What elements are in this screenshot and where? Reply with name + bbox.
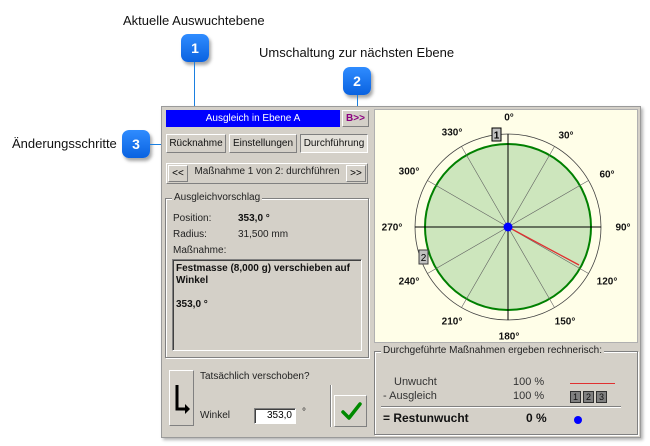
residual-dot xyxy=(574,416,582,424)
current-plane-title: Ausgleich in Ebene A xyxy=(166,110,340,127)
angle-label-300: 300° xyxy=(398,166,420,178)
angle-label-60: 60° xyxy=(599,169,615,181)
marker-2: 2 xyxy=(418,249,429,265)
callout-3-badge: 3 xyxy=(122,130,150,158)
polar-diagram: 1 2 xyxy=(414,127,602,321)
angle-label-270: 270° xyxy=(381,222,403,234)
unbalance-value: 100 % xyxy=(513,376,545,388)
angle-label-240: 240° xyxy=(398,276,420,288)
confirm-button[interactable] xyxy=(334,395,367,427)
angle-label-330: 330° xyxy=(441,127,463,139)
radius-value: 31,500 mm xyxy=(238,229,289,240)
step-text: Maßnahme 1 von 2: durchführen xyxy=(194,166,340,177)
unbalance-vector xyxy=(507,226,580,266)
action-text-line3: 353,0 ° xyxy=(176,299,208,310)
callout-1-text: Aktuelle Auswuchtebene xyxy=(123,13,265,28)
svg-text:2: 2 xyxy=(421,253,427,264)
moved-question: Tatsächlich verschoben? xyxy=(200,371,310,382)
residual-label: = Restunwucht xyxy=(383,411,469,425)
tab-durchfuehrung[interactable]: Durchführung xyxy=(300,134,368,153)
svg-text:1: 1 xyxy=(494,131,500,142)
tab-einstellungen[interactable]: Einstellungen xyxy=(229,134,297,153)
action-text-line2: Winkel xyxy=(176,275,209,286)
angle-label-0: 0° xyxy=(504,112,514,124)
separator xyxy=(330,385,332,427)
callout-1-line xyxy=(194,62,195,107)
compensation-box-3: 3 xyxy=(596,391,607,403)
angle-label-210: 210° xyxy=(441,316,463,328)
angle-label-90: 90° xyxy=(615,222,631,234)
callout-3-text: Änderungsschritte xyxy=(12,136,117,151)
compensation-label: - Ausgleich xyxy=(383,390,437,402)
position-label: Position: xyxy=(173,213,212,224)
unbalance-legend-line xyxy=(570,383,615,384)
angle-input[interactable]: 353,0 xyxy=(254,408,296,424)
action-memo: Festmasse (8,000 g) verschieben auf Wink… xyxy=(172,259,362,351)
result-group-title: Durchgeführte Maßnahmen ergeben rechneri… xyxy=(381,345,605,356)
angle-label-180: 180° xyxy=(498,331,520,343)
action-label: Maßnahme: xyxy=(173,245,227,256)
result-divider xyxy=(381,406,621,408)
proposal-group: Ausgleichvorschlag Position: 353,0 ° Rad… xyxy=(165,192,369,358)
angle-label-30: 30° xyxy=(558,130,574,142)
checkmark-icon xyxy=(340,402,362,420)
callout-1-badge: 1 xyxy=(181,34,209,62)
polar-chart[interactable]: 1 2 0° 30° 60° 90° 120° 150° 180° 210° 2… xyxy=(374,109,638,343)
result-group: Durchgeführte Maßnahmen ergeben rechneri… xyxy=(374,345,638,435)
previous-step-button[interactable]: << xyxy=(168,165,188,182)
marker-1: 1 xyxy=(491,127,502,142)
action-text-line1: Festmasse (8,000 g) verschieben auf xyxy=(176,263,350,274)
callout-3-line xyxy=(150,144,165,145)
step-navigator: << Maßnahme 1 von 2: durchführen >> xyxy=(166,163,368,184)
return-arrow-button[interactable] xyxy=(169,370,194,426)
center-dot xyxy=(503,222,513,232)
unbalance-label: Unwucht xyxy=(394,376,437,388)
callout-2-line xyxy=(357,95,358,109)
residual-value: 0 % xyxy=(526,411,547,425)
angle-label-120: 120° xyxy=(596,276,618,288)
callout-2-text: Umschaltung zur nächsten Ebene xyxy=(259,45,455,60)
angle-unit: ° xyxy=(302,407,306,418)
angle-label-150: 150° xyxy=(554,316,576,328)
arrow-down-right-icon xyxy=(175,385,190,414)
next-step-button[interactable]: >> xyxy=(346,165,366,182)
radius-label: Radius: xyxy=(173,229,207,240)
next-plane-button[interactable]: B>> xyxy=(342,110,369,127)
callout-2-badge: 2 xyxy=(343,67,371,95)
compensation-box-2: 2 xyxy=(583,391,594,403)
left-panel: Ausgleich in Ebene A B>> Rücknahme Einst… xyxy=(162,107,370,437)
compensation-box-1: 1 xyxy=(570,391,581,403)
compensation-value: 100 % xyxy=(513,390,545,402)
position-value: 353,0 ° xyxy=(238,213,270,224)
balancing-window: Ausgleich in Ebene A B>> Rücknahme Einst… xyxy=(161,106,641,438)
angle-label: Winkel xyxy=(200,410,231,421)
tab-ruecknahme[interactable]: Rücknahme xyxy=(166,134,226,153)
proposal-group-title: Ausgleichvorschlag xyxy=(172,192,263,203)
